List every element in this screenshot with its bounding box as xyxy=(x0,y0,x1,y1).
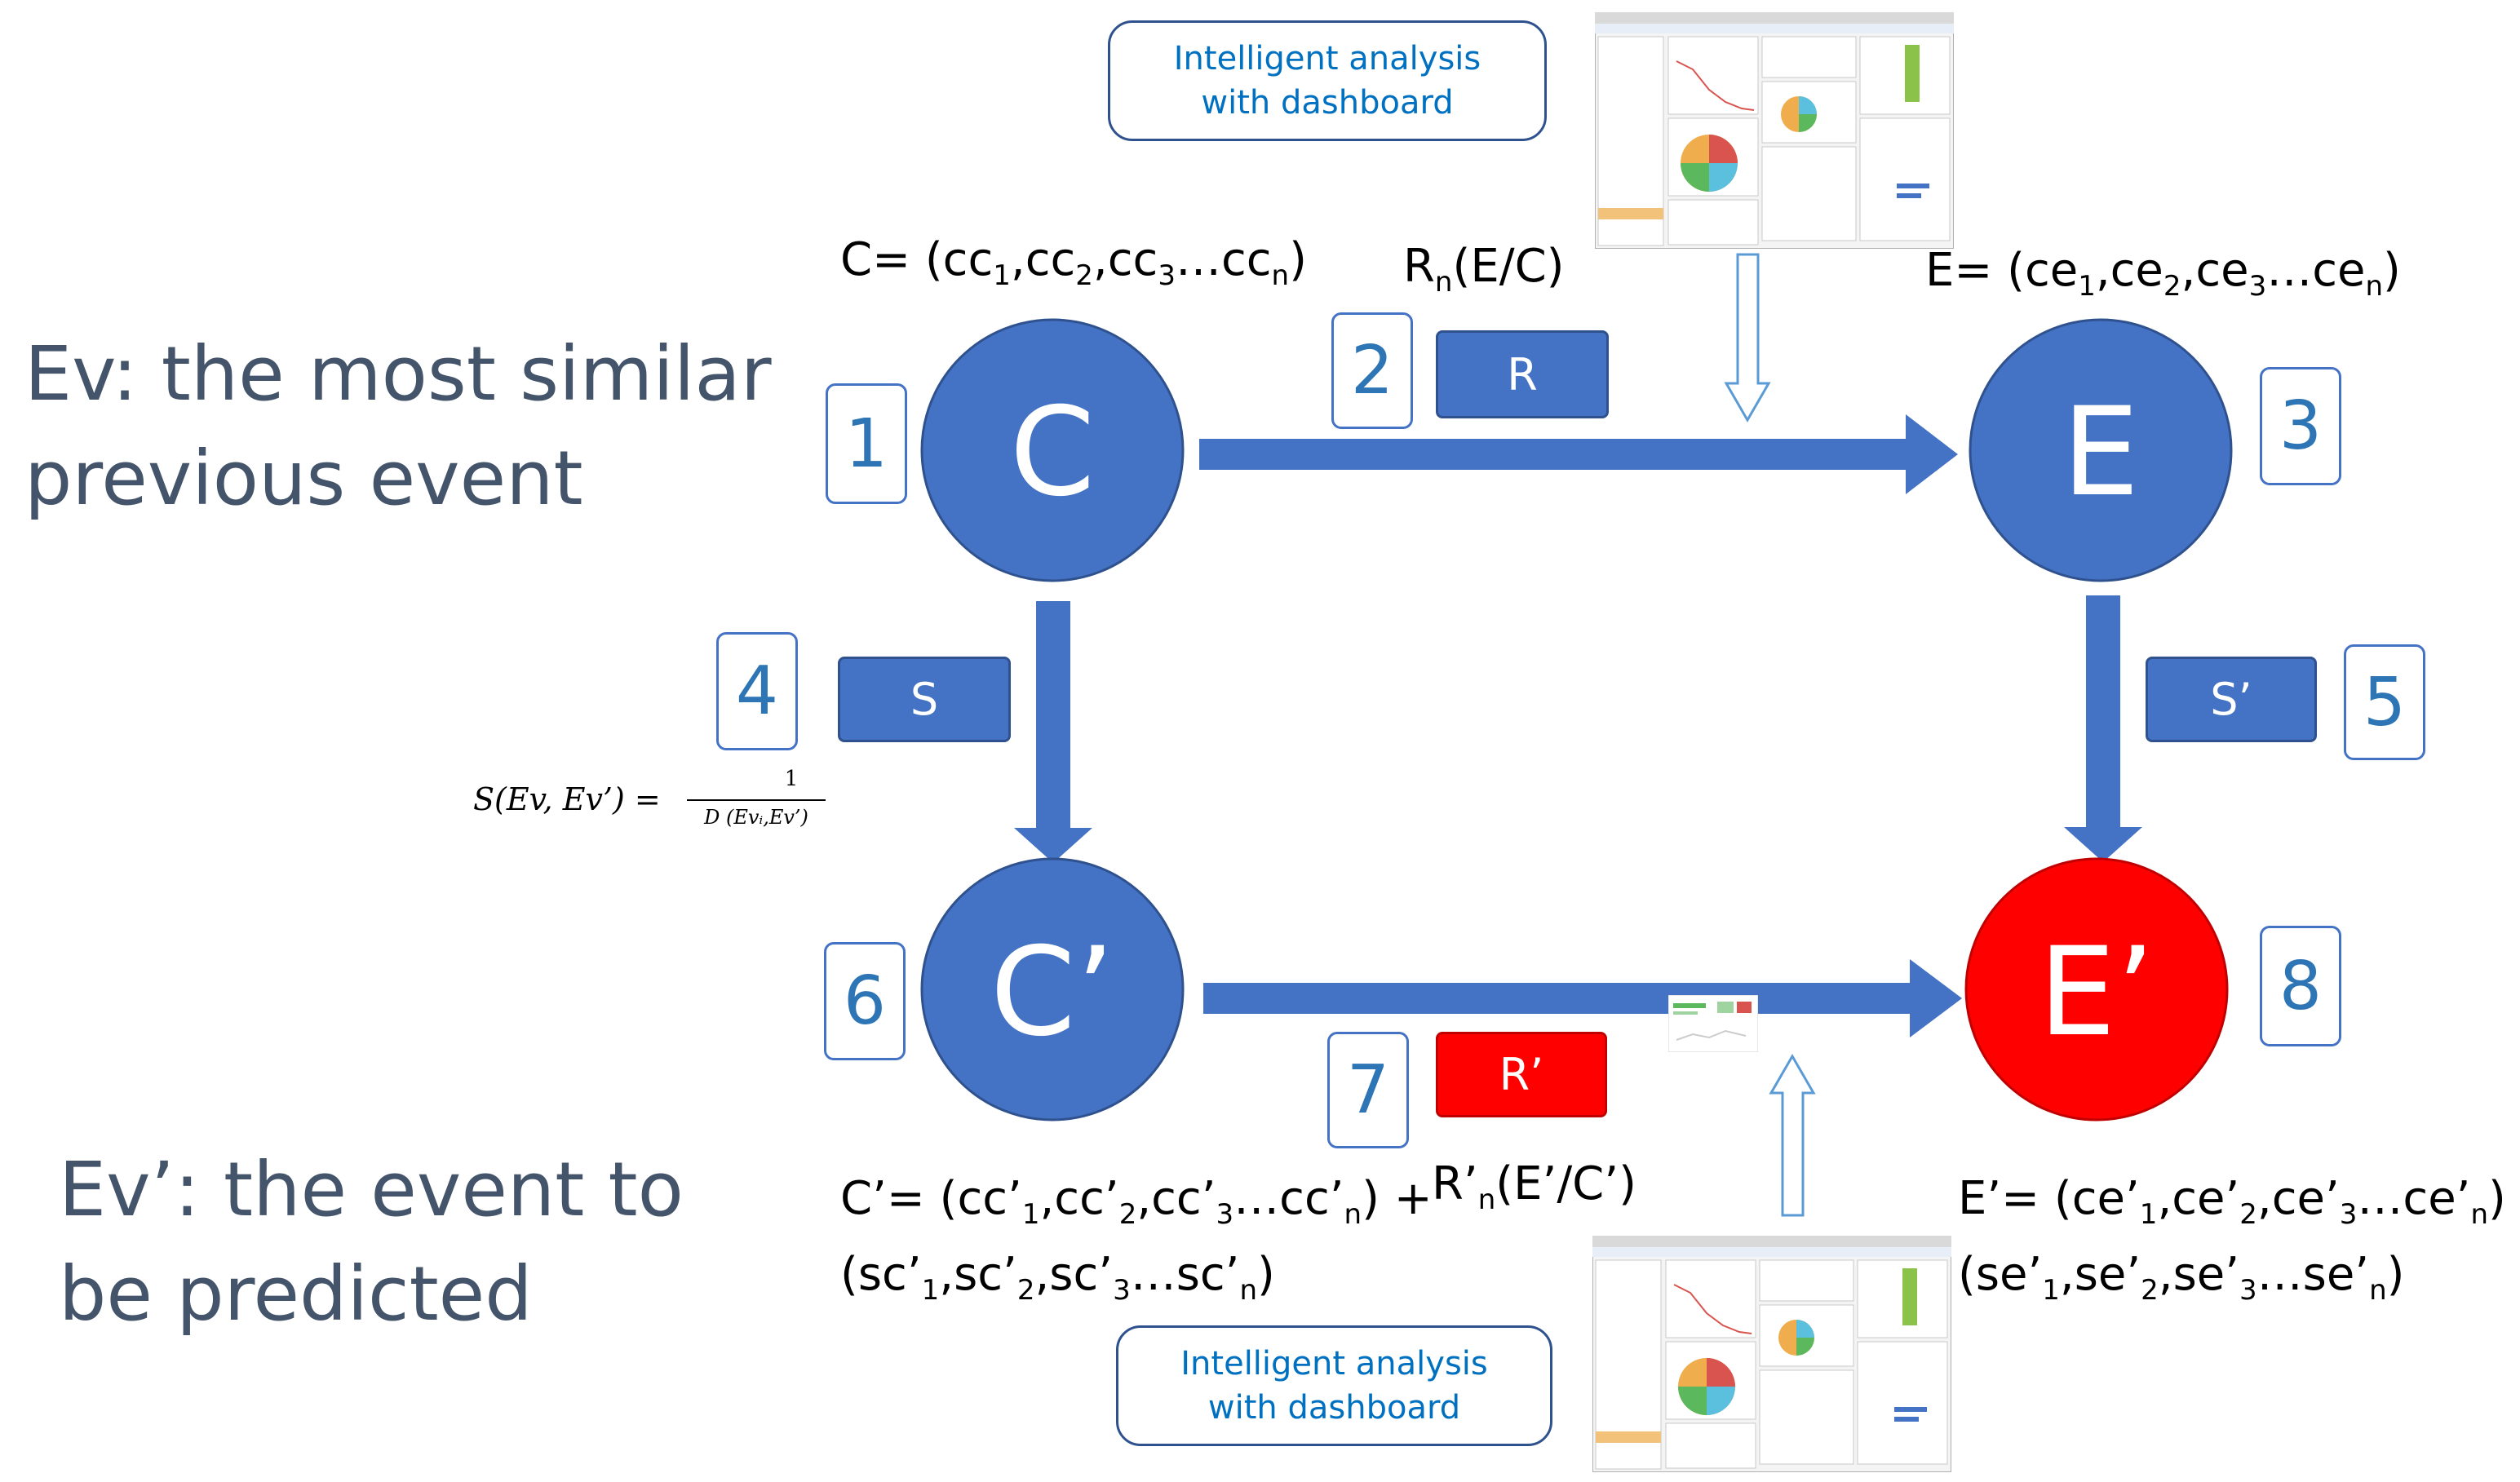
formula-e-prime-line1: E’= (ce’1,ce’2,ce’3…ce’n) + xyxy=(1958,1172,2520,1231)
intelligent-analysis-bottom: Intelligent analysis with dashboard xyxy=(1116,1325,1552,1446)
node-e-prime: E’ xyxy=(1964,857,2229,1121)
ev-prime-label: Ev’: the event to be predicted xyxy=(59,1146,684,1338)
node-c-prime-label: C’ xyxy=(990,922,1114,1064)
step-number-5: 5 xyxy=(2344,644,2425,760)
mini-dashboard-thumbnail xyxy=(1668,995,1758,1052)
node-e-prime-label: E’ xyxy=(2039,922,2155,1064)
formula-e-prime-line2: (se’1,se’2,se’3…se’n) xyxy=(1958,1248,2405,1307)
dashboard-thumbnail-bottom xyxy=(1592,1236,1951,1472)
node-c-prime: C’ xyxy=(920,857,1185,1121)
similarity-numerator: 1 xyxy=(784,767,799,791)
dashboard-thumbnail-top xyxy=(1595,12,1954,249)
ev-label: Ev: the most similar previous event xyxy=(24,330,772,522)
tag-r-prime: R’ xyxy=(1436,1032,1607,1117)
tag-r: R xyxy=(1436,330,1609,418)
similarity-denominator: D (Evᵢ,Ev’) xyxy=(704,806,808,829)
arrow-dashboard-top xyxy=(1724,253,1771,422)
step-number-4: 4 xyxy=(716,632,798,750)
node-e: E xyxy=(1969,318,2233,582)
step-number-3: 3 xyxy=(2260,367,2341,485)
arrow-e-to-eprime xyxy=(2064,595,2142,862)
step-number-6: 6 xyxy=(824,942,906,1060)
similarity-lhs: S(Ev, Ev’) = xyxy=(473,781,661,817)
formula-c: C= (cc1,cc2,cc3…ccn) xyxy=(840,233,1307,292)
similarity-fraction-bar xyxy=(687,799,826,801)
formula-e-prime: E’= (ce’1,ce’2,ce’3…ce’n) + (se’1,se’2,s… xyxy=(1958,1169,2520,1321)
node-e-label: E xyxy=(2062,382,2140,524)
arrow-c-to-cprime xyxy=(1014,601,1092,863)
arrow-cprime-to-eprime xyxy=(1203,959,1962,1037)
tag-s: S xyxy=(838,657,1011,742)
step-number-8: 8 xyxy=(2260,926,2341,1046)
step-number-2: 2 xyxy=(1331,312,1413,429)
formula-rn: Rn(E/C) xyxy=(1403,240,1565,299)
tag-s-prime: S’ xyxy=(2146,657,2317,742)
node-c-label: C xyxy=(1010,382,1096,524)
similarity-formula: S(Ev, Ev’) = 1 D (Evᵢ,Ev’) xyxy=(473,767,832,856)
formula-c-prime: C’= (cc’1,cc’2,cc’3…cc’n) + (sc’1,sc’2,s… xyxy=(840,1169,1433,1321)
formula-rn-prime: R’n(E’/C’) xyxy=(1432,1157,1636,1216)
step-number-7: 7 xyxy=(1327,1032,1409,1148)
arrow-dashboard-bottom xyxy=(1769,1054,1816,1217)
formula-e: E= (ce1,ce2,ce3…cen) xyxy=(1925,244,2401,303)
intelligent-analysis-top: Intelligent analysis with dashboard xyxy=(1108,20,1547,141)
arrow-c-to-e xyxy=(1199,414,1958,494)
formula-c-prime-line2: (sc’1,sc’2,sc’3…sc’n) xyxy=(840,1248,1275,1307)
formula-c-prime-line1: C’= (cc’1,cc’2,cc’3…cc’n) + xyxy=(840,1172,1433,1231)
step-number-1: 1 xyxy=(826,383,907,504)
node-c: C xyxy=(920,318,1185,582)
